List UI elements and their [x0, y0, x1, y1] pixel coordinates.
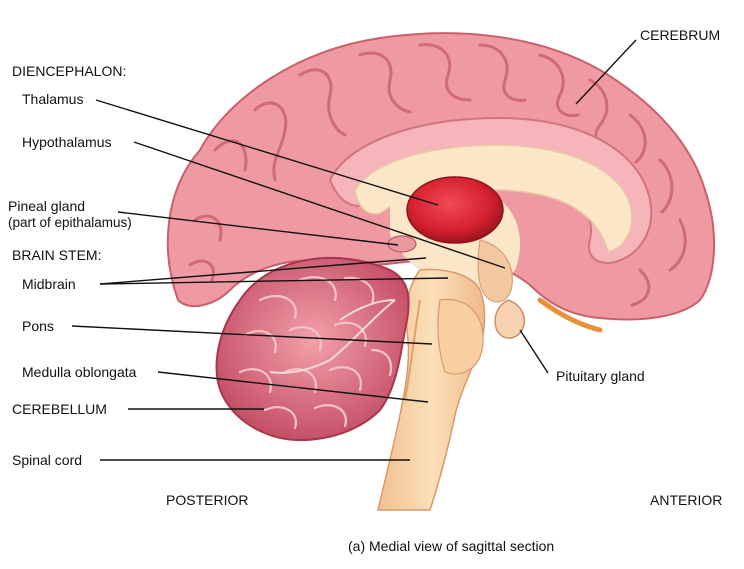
- label-diencephalon: DIENCEPHALON:: [12, 63, 127, 79]
- leader-pons: [71, 325, 433, 345]
- leader-midbrain-1: [99, 257, 427, 285]
- leader-pituitary: [519, 329, 549, 374]
- label-medulla: Medulla oblongata: [22, 364, 137, 380]
- label-pituitary-gland: Pituitary gland: [556, 368, 645, 384]
- leader-lines: [71, 39, 637, 461]
- leader-cerebrum: [575, 39, 637, 105]
- label-cerebrum: CEREBRUM: [640, 27, 721, 43]
- label-midbrain: Midbrain: [22, 276, 76, 292]
- label-hypothalamus: Hypothalamus: [22, 134, 112, 150]
- cerebrum-gyri: [188, 43, 687, 307]
- hypothalamus: [477, 239, 513, 303]
- label-cerebellum: CEREBELLUM: [12, 401, 107, 417]
- label-pineal-gland: Pineal gland: [8, 198, 86, 214]
- cerebellum-folia: [238, 276, 393, 430]
- fourth-ventricle: [404, 299, 421, 401]
- figure-caption: (a) Medial view of sagittal section: [348, 538, 555, 554]
- leader-hypothalamus: [133, 141, 506, 269]
- label-anterior: ANTERIOR: [650, 492, 723, 508]
- optic-nerve: [537, 297, 603, 333]
- label-thalamus: Thalamus: [22, 91, 84, 107]
- leader-midbrain-2: [99, 277, 449, 285]
- thalamus: [406, 176, 504, 244]
- label-brain-stem: BRAIN STEM:: [12, 247, 102, 263]
- pituitary-gland: [494, 299, 526, 339]
- label-pineal-note: (part of epithalamus): [8, 215, 132, 230]
- leader-thalamus: [95, 99, 439, 206]
- label-pons: Pons: [22, 318, 54, 334]
- label-spinal-cord: Spinal cord: [12, 452, 83, 468]
- cerebellum-arbor: [269, 299, 396, 374]
- leader-pineal: [117, 211, 399, 246]
- pons-bulge: [437, 298, 484, 375]
- cerebellum: [215, 256, 410, 442]
- label-posterior: POSTERIOR: [166, 492, 249, 508]
- leader-medulla: [157, 371, 429, 403]
